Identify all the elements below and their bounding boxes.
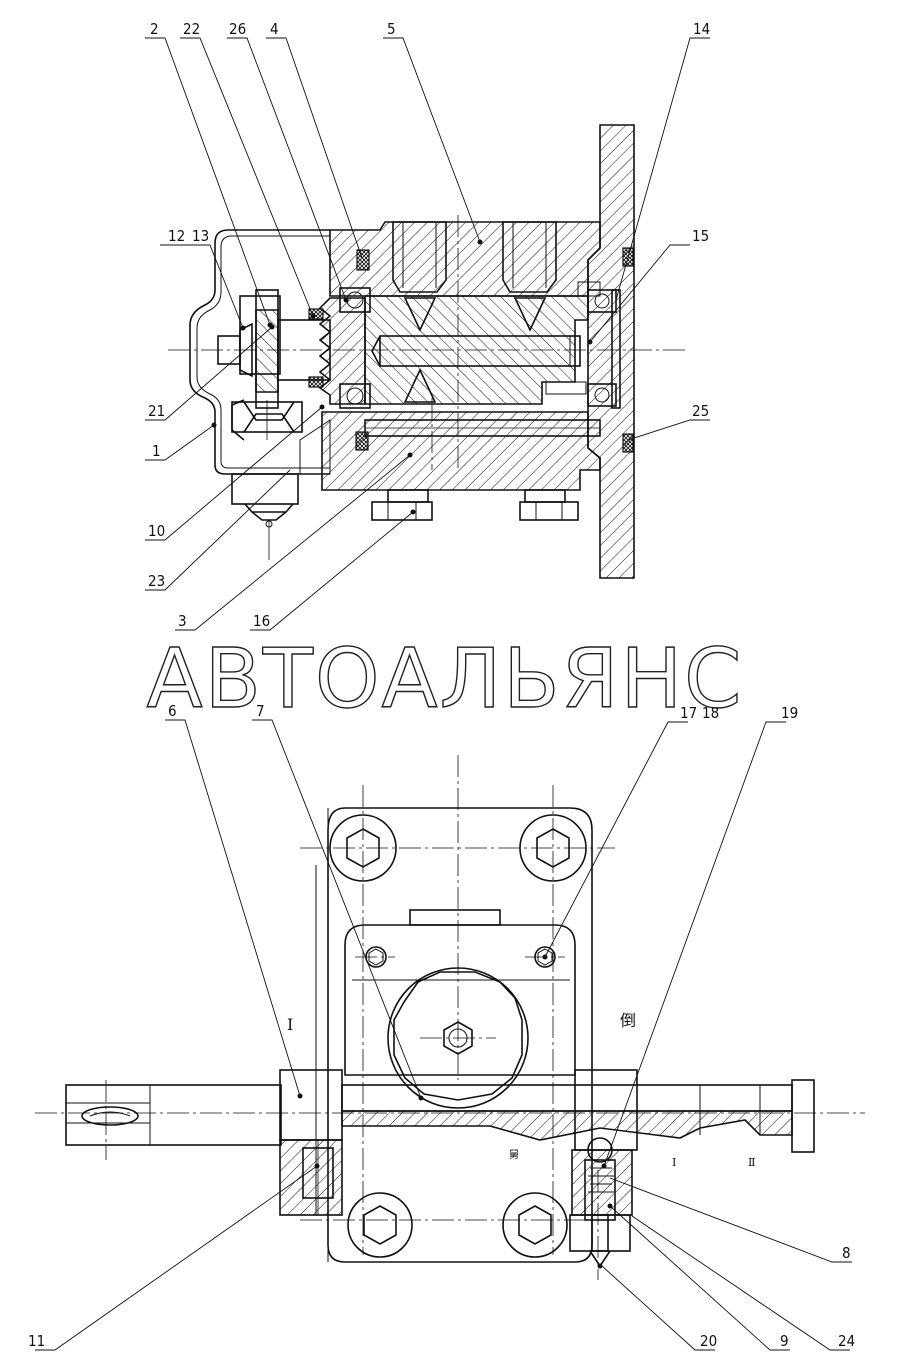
callout-9: 9 — [780, 1332, 789, 1350]
bolt-bottom-left — [347, 1192, 413, 1258]
callout-25: 25 — [692, 402, 709, 420]
callout-24: 24 — [838, 1332, 855, 1350]
top-callout-labels: 2 22 26 4 5 14 12 13 15 21 1 25 10 23 3 … — [148, 20, 710, 630]
note-mark-two: Ⅱ — [748, 1156, 755, 1169]
bottom-callout-labels: 6 7 17 18 19 8 11 20 9 24 I 倒 Ⅰ Ⅱ 舅 — [28, 702, 855, 1350]
top-section-view — [168, 124, 685, 579]
callout-1: 1 — [152, 442, 161, 460]
callout-23: 23 — [148, 572, 165, 590]
callout-8: 8 — [842, 1244, 851, 1262]
bolt-top-right — [519, 814, 587, 882]
callout-15: 15 — [692, 227, 709, 245]
callout-18: 18 — [702, 704, 719, 722]
callout-26: 26 — [229, 20, 246, 38]
callout-20: 20 — [700, 1332, 717, 1350]
top-leaders — [145, 37, 710, 631]
bearing-right-lower — [587, 383, 617, 407]
callout-12: 12 — [168, 227, 185, 245]
callout-6: 6 — [168, 702, 177, 720]
callout-5: 5 — [387, 20, 396, 38]
watermark-text: АВТОАЛЬЯНС — [147, 632, 744, 727]
callout-16: 16 — [253, 612, 270, 630]
callout-19: 19 — [781, 704, 798, 722]
callout-4: 4 — [270, 20, 279, 38]
bottom-view — [35, 755, 865, 1280]
note-mark-mid: 舅 — [509, 1149, 519, 1161]
bearing-right-upper — [587, 289, 617, 313]
callout-3: 3 — [178, 612, 187, 630]
note-reverse: 倒 — [620, 1011, 636, 1030]
callout-7: 7 — [256, 702, 265, 720]
bolt-bottom-right — [502, 1192, 568, 1258]
callout-10: 10 — [148, 522, 165, 540]
note-gear-one: I — [287, 1015, 293, 1034]
callout-14: 14 — [693, 20, 710, 38]
note-mark-small: Ⅰ — [672, 1156, 676, 1169]
callout-17: 17 — [680, 704, 697, 722]
callout-2: 2 — [150, 20, 159, 38]
callout-21: 21 — [148, 402, 165, 420]
bolt-top-left — [329, 814, 397, 882]
callout-11: 11 — [28, 1332, 45, 1350]
callout-13: 13 — [192, 227, 209, 245]
callout-22: 22 — [183, 20, 200, 38]
bottom-leaders — [35, 719, 852, 1351]
